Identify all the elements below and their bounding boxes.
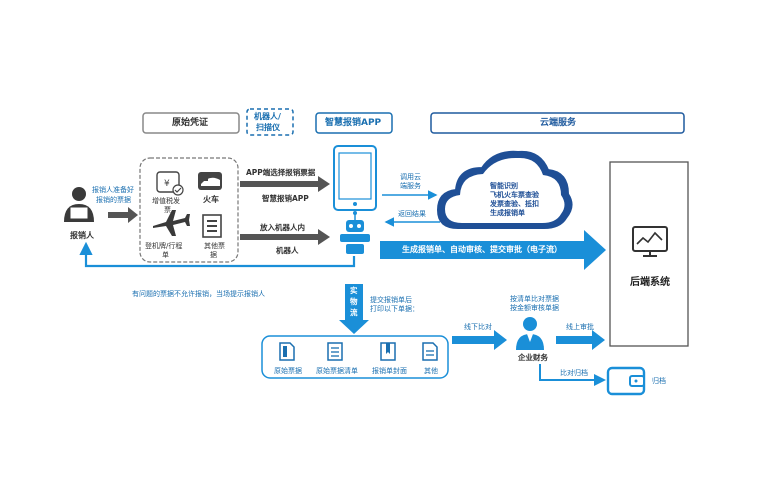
vat-invoice-line2: 票	[164, 206, 171, 214]
person-note-line2: 报销的票据	[96, 196, 131, 204]
physical-line1: 实	[350, 286, 358, 295]
documents-box	[261, 335, 449, 379]
cover-icon	[380, 342, 396, 361]
header-cloud-service: 云端服务	[540, 118, 577, 128]
person-icon	[64, 187, 94, 222]
doc-item-2: 报销单封面	[372, 367, 407, 375]
flow-call-cloud-line2: 端服务	[400, 182, 421, 190]
vat-invoice-icon: ¥	[156, 171, 184, 196]
physical-line2: 物	[350, 297, 358, 306]
arrow-person-to-tickets	[108, 207, 138, 223]
flow-return-result: 返回结果	[398, 210, 426, 218]
header-robot-line1: 机器人/	[254, 112, 281, 121]
flow-online-approve: 线上审批	[566, 323, 594, 331]
person-note-line1: 报销人准备好	[92, 186, 134, 194]
boarding-line2: 单	[162, 251, 169, 259]
flow-offline-compare: 线下比对	[464, 323, 492, 331]
original-receipt-icon	[279, 342, 295, 361]
flow-put-in-robot: 放入机器人内	[260, 223, 305, 232]
header-cloud-service-box	[430, 112, 685, 134]
boarding-line1: 登机牌/行程	[145, 242, 183, 250]
arrow-put-in-robot	[240, 229, 330, 245]
other-receipt-icon	[202, 214, 222, 238]
flow-app-select: APP端选择报销票据	[246, 168, 316, 177]
header-robot-line2: 扫描仪	[256, 123, 280, 132]
cloud-item-3: 生成报销单	[490, 209, 525, 217]
finance-person-icon	[516, 317, 544, 350]
arrow-physical-flow	[339, 284, 369, 334]
arrow-online-approve	[556, 330, 605, 350]
arrow-offline-compare	[452, 330, 507, 350]
backend-title: 后端系统	[630, 277, 670, 288]
flow-smart-app: 智慧报销APP	[262, 194, 309, 203]
train-icon	[198, 172, 222, 190]
svg-text:¥: ¥	[164, 179, 170, 189]
cloud-item-2: 发票查验、抵扣	[490, 200, 539, 208]
header-original-voucher: 原始凭证	[172, 118, 209, 128]
vat-invoice-line1: 增值税发	[152, 197, 180, 205]
flow-call-cloud-line1: 调用云	[400, 173, 421, 181]
flow-reject-note: 有问题的票据不允许报销，当场提示报销人	[132, 290, 265, 298]
header-smart-app-box	[315, 112, 393, 134]
arrow-reject-return	[79, 241, 356, 268]
other-line2: 据	[210, 251, 217, 259]
doc-item-1: 原始票据清单	[316, 367, 358, 375]
robot-icon	[340, 211, 370, 254]
header-robot-scanner-box	[246, 108, 294, 136]
finance-note-line2: 按金额审核单据	[510, 304, 559, 312]
cloud-item-1: 飞机火车票查验	[490, 191, 539, 199]
arrow-compare-archive	[539, 364, 606, 386]
physical-line3: 流	[350, 308, 358, 317]
doc-item-0: 原始票据	[274, 367, 302, 375]
flow-compare-archive: 比对归档	[560, 369, 588, 377]
header-original-voucher-box	[142, 112, 240, 134]
finance-note-line1: 按清单比对票据	[510, 295, 559, 303]
monitor-chart-icon	[632, 226, 668, 257]
flow-robot: 机器人	[276, 246, 299, 255]
cloud-inner	[445, 157, 565, 223]
person-name: 报销人	[70, 231, 94, 240]
phone-icon	[333, 145, 377, 211]
flow-generate: 生成报销单、自动审核、提交审批（电子流）	[402, 245, 562, 254]
cloud-item-0: 智能识别	[490, 182, 518, 190]
archive-label: 归档	[652, 377, 666, 385]
print-line1: 提交报销单后	[370, 296, 412, 304]
receipt-list-icon	[327, 342, 343, 361]
print-line2: 打印以下单据：	[370, 305, 419, 313]
header-smart-app: 智慧报销APP	[325, 118, 382, 128]
wallet-icon	[606, 366, 646, 396]
train-label: 火车	[203, 195, 219, 204]
doc-item-3: 其他	[424, 367, 438, 375]
airplane-icon	[153, 210, 190, 236]
finance-label: 企业财务	[518, 353, 548, 362]
arrow-generate	[380, 230, 606, 270]
arrow-app-select	[240, 176, 330, 192]
other-doc-icon	[422, 342, 438, 361]
other-line1: 其他票	[204, 242, 225, 250]
